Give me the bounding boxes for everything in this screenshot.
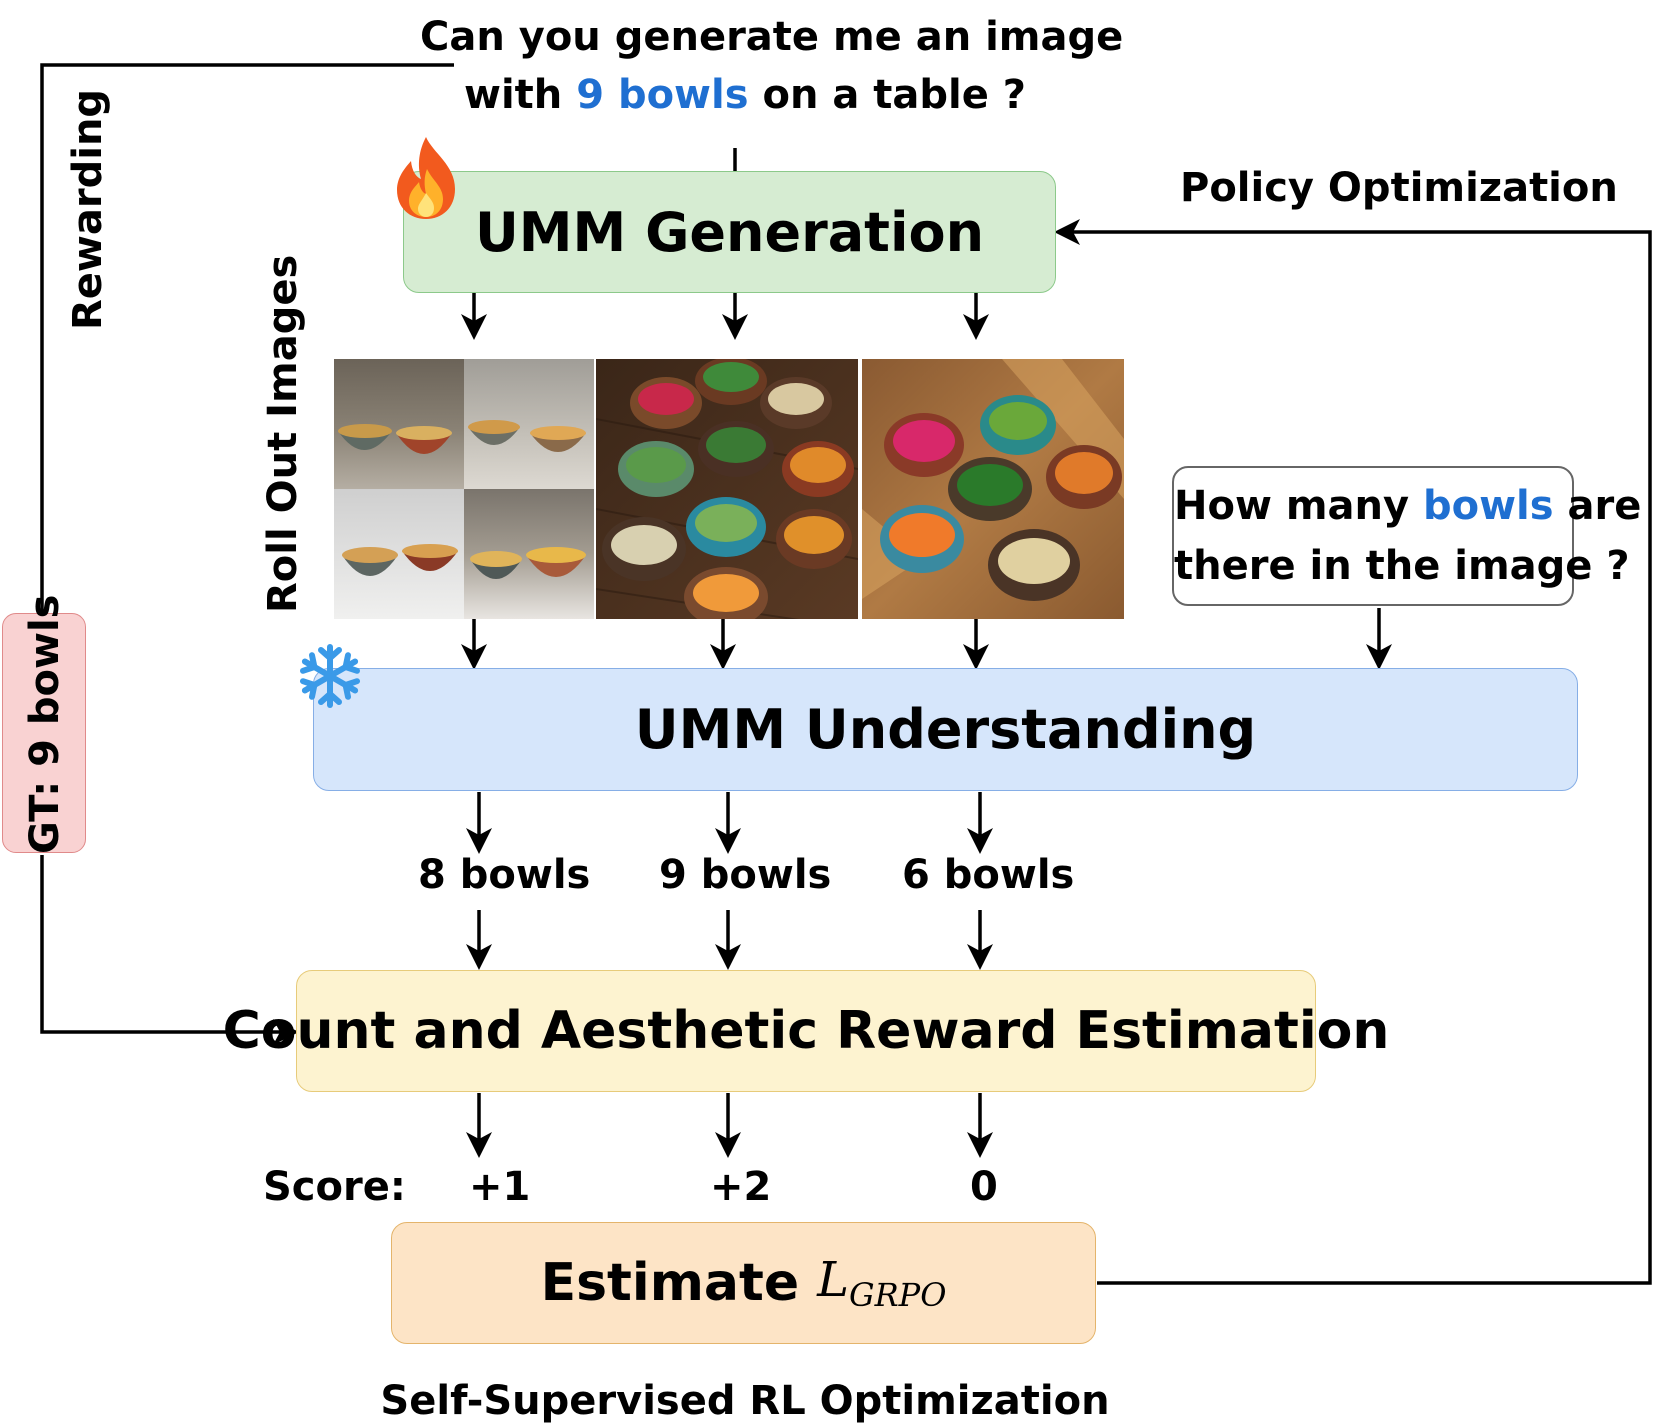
score-2: +2	[710, 1164, 772, 1210]
umm-understanding-box: UMM Understanding	[313, 668, 1578, 791]
estimate-grpo-box: Estimate LGRPO	[391, 1222, 1096, 1344]
rollout-image-2	[596, 359, 858, 619]
prompt-highlight: 9 bowls	[576, 72, 749, 118]
estimate-label: Estimate	[540, 1253, 800, 1313]
question-line-1-post: are	[1553, 483, 1642, 529]
rewarding-line-bottom	[40, 855, 299, 1045]
fire-icon	[397, 137, 455, 219]
prompt-line-2: with 9 bowls on a table ?	[420, 66, 1070, 124]
score-label: Score:	[263, 1164, 406, 1210]
count-1: 8 bowls	[418, 852, 591, 898]
rewarding-line-top	[40, 63, 454, 612]
roll-out-images-label: Roll Out Images	[260, 254, 306, 613]
caption: Self-Supervised RL Optimization	[380, 1378, 1110, 1424]
grpo-symbol: LGRPO	[817, 1252, 946, 1314]
reward-estimation-box: Count and Aesthetic Reward Estimation	[223, 970, 1389, 1092]
policy-optimization-label: Policy Optimization	[1180, 165, 1618, 211]
count-2: 9 bowls	[659, 852, 832, 898]
policy-optimization-line	[1054, 219, 1652, 1285]
question-line-2: there in the image ?	[1174, 543, 1630, 589]
rewarding-label: Rewarding	[65, 88, 111, 330]
grpo-subscript: GRPO	[849, 1276, 947, 1314]
grpo-symbol-letter: L	[817, 1252, 849, 1308]
prompt-text: Can you generate me an image with 9 bowl…	[420, 8, 1124, 124]
umm-generation-box: UMM Generation	[403, 171, 1056, 293]
gt-label: GT: 9 bowls	[22, 594, 68, 855]
question-box: How many bowls are there in the image ?	[1172, 466, 1641, 606]
rollout-image-3	[862, 359, 1124, 619]
prompt-line-1: Can you generate me an image	[420, 14, 1124, 60]
question-line-1: How many bowls are	[1174, 476, 1641, 536]
question-line-1-pre: How many	[1174, 483, 1423, 529]
question-highlight: bowls	[1422, 483, 1554, 529]
count-3: 6 bowls	[902, 852, 1075, 898]
gt-box: GT: 9 bowls	[2, 594, 86, 855]
snowflake-icon	[297, 644, 363, 709]
prompt-line-2-post: on a table ?	[748, 72, 1026, 118]
rollout-image-1	[334, 359, 594, 619]
prompt-line-2-pre: with	[464, 72, 577, 118]
score-3: 0	[970, 1164, 998, 1210]
score-1: +1	[469, 1164, 531, 1210]
